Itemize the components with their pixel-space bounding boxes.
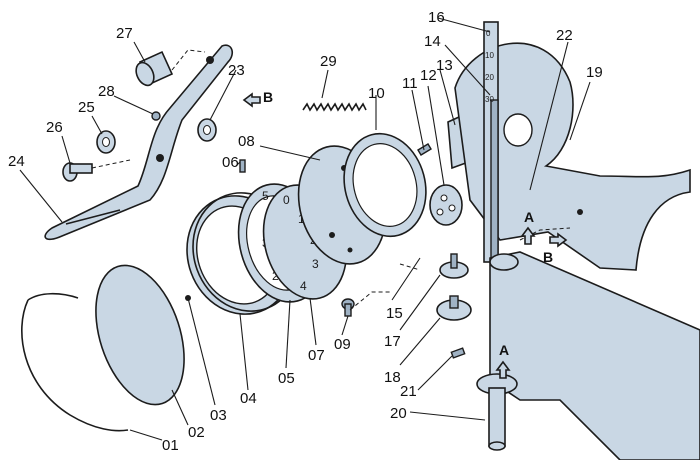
callout-12: 12	[420, 67, 437, 84]
callout-29: 29	[320, 53, 337, 70]
callout-09: 09	[334, 336, 351, 353]
leader-lines	[19, 17, 591, 441]
part-23-washer	[197, 118, 217, 142]
callout-25: 25	[78, 99, 95, 116]
callout-01: 01	[162, 437, 179, 454]
part-02-glass-disc	[95, 264, 185, 406]
part-27-cylinder	[135, 50, 174, 87]
dial-tick-3: 3	[312, 257, 319, 271]
part-19-frame	[454, 42, 691, 271]
part-11-spring-pin	[417, 143, 432, 156]
callout-14: 14	[424, 33, 441, 50]
view-marker-a-top: A	[520, 209, 536, 245]
callout-05: 05	[278, 370, 295, 387]
callout-07: 07	[308, 347, 325, 364]
part-12-gear	[429, 184, 463, 226]
callout-11: 11	[402, 75, 418, 92]
callout-04: 04	[240, 390, 257, 407]
dial-tick-4: 4	[300, 279, 307, 293]
svg-text:A: A	[499, 342, 509, 358]
callout-24: 24	[8, 153, 25, 170]
part-26-screw	[62, 162, 93, 182]
part-20-post	[476, 373, 518, 451]
dial-tick-5: 5	[262, 189, 269, 203]
part-10-gasket-ring	[343, 132, 427, 238]
callout-03: 03	[210, 407, 227, 424]
callout-22: 22	[556, 27, 573, 44]
scale-tick-30: 30	[485, 95, 494, 104]
ring-tick-2: 2	[272, 269, 279, 283]
part-21-grub-screw	[450, 347, 466, 359]
part-17-knob	[439, 253, 469, 279]
callout-16: 16	[428, 9, 445, 26]
part-09-screw	[341, 298, 355, 317]
view-marker-a-bottom: A	[495, 342, 511, 379]
scale-tick-20: 20	[485, 73, 494, 82]
callout-13: 13	[436, 57, 453, 74]
callout-08: 08	[238, 133, 255, 150]
svg-text:A: A	[524, 209, 534, 225]
scale-tick-10: 10	[485, 51, 494, 60]
part-28-pin	[151, 111, 161, 121]
part-18-knob	[436, 295, 472, 321]
part-01-wire-ring	[21, 292, 129, 432]
callout-15: 15	[386, 305, 403, 322]
view-marker-b-top: B	[242, 89, 273, 108]
part-29-spring	[302, 102, 367, 112]
callout-labels: 01 02 03 04 05 06 07 08 09 10 11 12 13 1…	[8, 9, 603, 454]
callout-20: 20	[390, 405, 407, 422]
dial-tick-0: 0	[283, 193, 290, 207]
callout-27: 27	[116, 25, 133, 42]
svg-text:B: B	[543, 249, 553, 265]
base-arm	[489, 251, 700, 460]
callout-06: 06	[222, 154, 239, 171]
callout-18: 18	[384, 369, 401, 386]
part-24-lever	[44, 44, 234, 241]
svg-text:B: B	[263, 89, 273, 105]
part-16-vertical-scale: 0 10 20 30	[483, 21, 499, 263]
callout-23: 23	[228, 62, 245, 79]
view-marker-b-right: B	[543, 232, 568, 265]
callout-02: 02	[188, 424, 205, 441]
part-25-washer	[96, 130, 116, 154]
callout-10: 10	[368, 85, 385, 102]
callout-17: 17	[384, 333, 401, 350]
callout-28: 28	[98, 83, 115, 100]
callout-21: 21	[400, 383, 417, 400]
part-06-grub-screw	[239, 159, 246, 173]
scale-tick-0: 0	[486, 29, 491, 38]
callout-19: 19	[586, 64, 603, 81]
callout-26: 26	[46, 119, 63, 136]
